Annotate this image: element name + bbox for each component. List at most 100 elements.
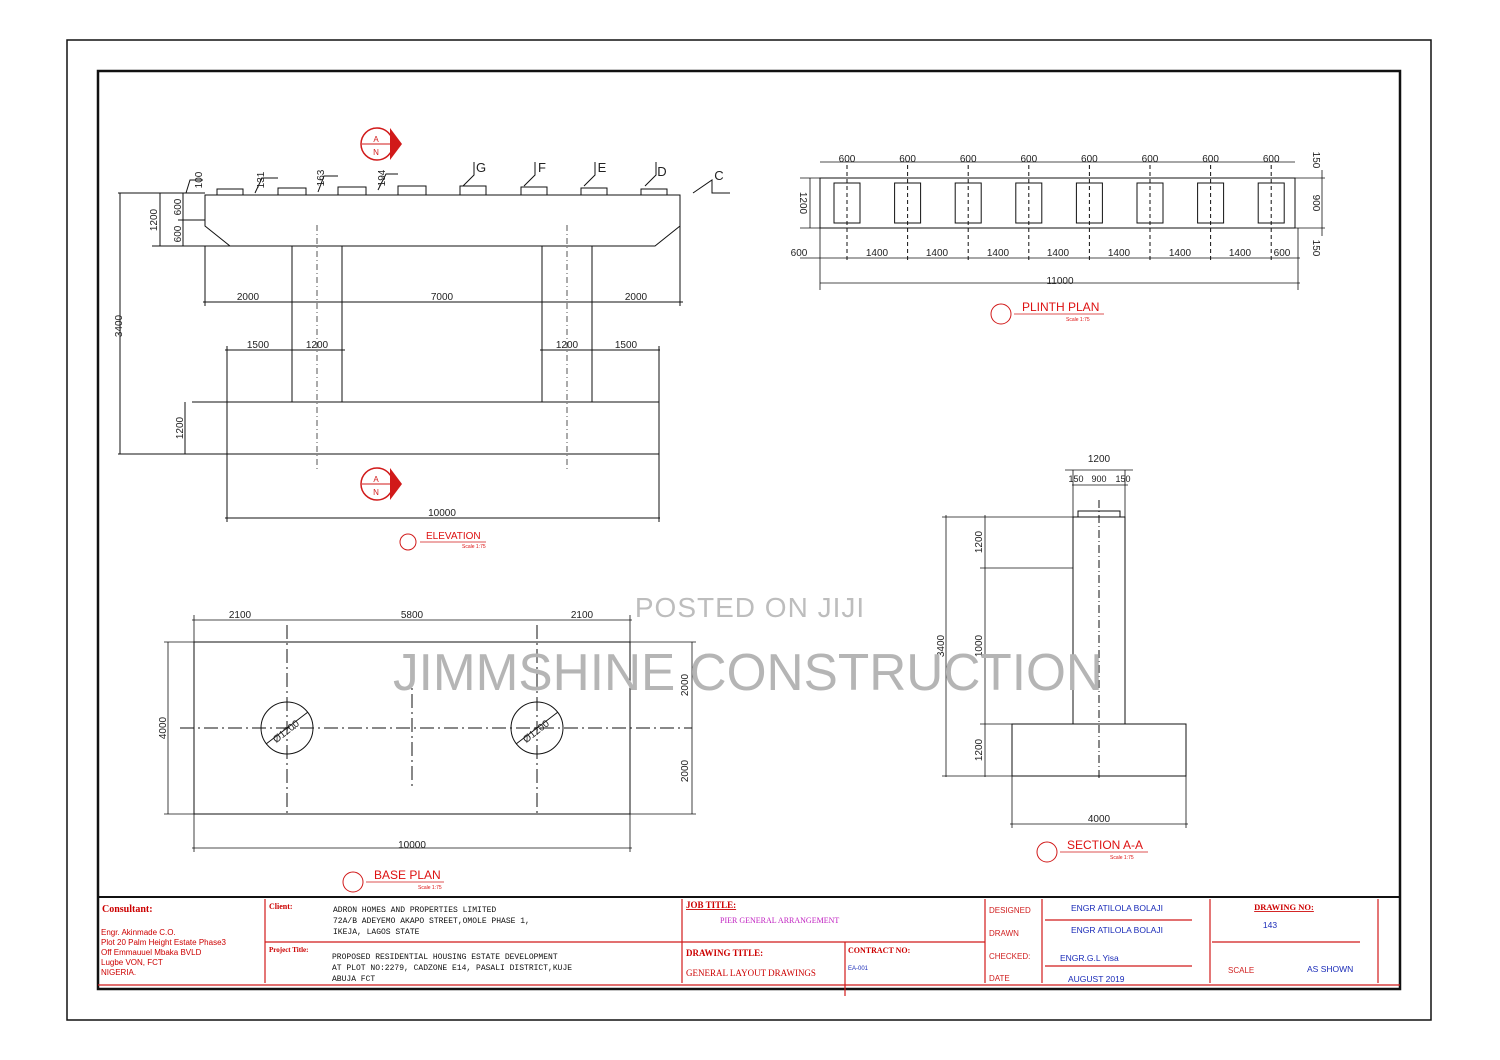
contract-label: CONTRACT NO: <box>848 946 910 955</box>
section-mark-e: E <box>598 160 607 175</box>
section-top-part-2: 900 <box>1091 474 1106 484</box>
drawn-value: ENGR ATILOLA BOLAJI <box>1071 925 1163 935</box>
plinth-top-dim: 600 <box>960 154 977 165</box>
base-bottom-dim: 10000 <box>398 840 426 851</box>
consultant-line-2: Plot 20 Palm Height Estate Phase3 <box>101 938 227 947</box>
base-plan-scale: Scale 1:75 <box>418 885 442 891</box>
base-plan-title: BASE PLAN Scale 1:75 <box>342 868 444 893</box>
base-plan-title-text: BASE PLAN <box>374 868 441 882</box>
base-right-dim-1: 2000 <box>680 673 691 696</box>
base-right-dim-2: 2000 <box>680 759 691 782</box>
consultant-line-3: Off Emmauuel Mbaka BVLD <box>101 948 202 957</box>
section-mark-c: C <box>714 168 723 183</box>
plinth-bottom-dim: 1400 <box>1047 248 1070 259</box>
dim-base-span-4: 1500 <box>615 340 638 351</box>
marker-bottom-north: N <box>373 488 379 497</box>
date-label: DATE <box>989 974 1010 983</box>
section-aa-title-text: SECTION A-A <box>1067 838 1143 852</box>
client-line-2: 72A/B ADEYEMO AKAPO STREET,OMOLE PHASE 1… <box>333 917 530 926</box>
plinth-top-dim: 600 <box>1202 154 1219 165</box>
consultant-line-1: Engr. Akinmade C.O. <box>101 928 176 937</box>
section-bottom-dim: 4000 <box>1088 814 1111 825</box>
base-top-dim-3: 2100 <box>571 610 594 621</box>
project-line-1: PROPOSED RESIDENTIAL HOUSING ESTATE DEVE… <box>332 953 558 962</box>
job-title-label: JOB TITLE: <box>686 900 736 910</box>
plinth-plan-drawing <box>800 161 1325 290</box>
dim-top-step-3: 163 <box>316 169 327 186</box>
section-marker-bottom: A N <box>360 467 402 501</box>
drawn-label: DRAWN <box>989 929 1019 938</box>
plinth-scale: Scale 1:75 <box>1066 317 1090 323</box>
job-title-value: PIER GENERAL ARRANGEMENT <box>720 916 839 925</box>
section-left-part-2: 1000 <box>974 634 985 657</box>
drawing-title-value: GENERAL LAYOUT DRAWINGS <box>686 968 816 978</box>
plinth-top-dim: 600 <box>1142 154 1159 165</box>
elevation-drawing <box>118 162 730 522</box>
section-mark-f: F <box>538 160 546 175</box>
plinth-bottom-dim: 1400 <box>1229 248 1252 259</box>
plinth-bottom-dim: 1400 <box>926 248 949 259</box>
dim-base-span-3: 1200 <box>556 340 579 351</box>
drawing-no-value: 143 <box>1263 920 1277 930</box>
plinth-bottom-dim: 600 <box>791 248 808 259</box>
section-aa-labels: 1200 150 900 150 3400 1200 1000 1200 400… <box>936 454 1131 825</box>
section-top-part-3: 150 <box>1115 474 1130 484</box>
client-label: Client: <box>269 902 293 911</box>
drawing-no-label: DRAWING NO: <box>1254 902 1314 912</box>
dim-elev-cap: 1200 <box>149 208 160 231</box>
section-left-part-3: 1200 <box>974 738 985 761</box>
title-block: Consultant: Engr. Akinmade C.O. Plot 20 … <box>98 896 1400 996</box>
plinth-bottom-dim: 1400 <box>1169 248 1192 259</box>
section-left-part-1: 1200 <box>974 530 985 553</box>
section-mark-d: D <box>657 164 666 179</box>
dim-base-width: 10000 <box>428 508 456 519</box>
dim-cap-span-2: 7000 <box>431 292 454 303</box>
section-aa-drawing <box>942 469 1188 828</box>
consultant-label: Consultant: <box>102 904 153 915</box>
plinth-left-dim: 1200 <box>797 192 808 215</box>
plinth-bottom-dim: 1400 <box>987 248 1010 259</box>
plinth-top-dim: 600 <box>839 154 856 165</box>
scale-value: AS SHOWN <box>1307 964 1353 974</box>
dim-base-span-2: 1200 <box>306 340 329 351</box>
marker-top-letter: A <box>373 135 379 144</box>
plinth-right-dim-1: 150 <box>1310 152 1321 169</box>
contract-value: EA-001 <box>848 966 869 972</box>
section-aa-title: SECTION A-A Scale 1:75 <box>1036 838 1148 863</box>
dim-elev-cap-lower: 600 <box>173 225 184 242</box>
plinth-right-dim-2: 900 <box>1310 195 1321 212</box>
scale-label: SCALE <box>1228 966 1254 975</box>
plinth-bottom-dim: 1400 <box>866 248 889 259</box>
dim-cap-span-3: 2000 <box>625 292 648 303</box>
marker-top-north: N <box>373 148 379 157</box>
watermark-posted: POSTED ON JIJI <box>635 592 865 623</box>
base-top-dim-2: 5800 <box>401 610 424 621</box>
checked-label: CHECKED: <box>989 952 1030 961</box>
project-line-2: AT PLOT NO:2279, CADZONE E14, PASALI DIS… <box>332 964 572 973</box>
elevation-title: ELEVATION Scale 1:75 <box>399 531 486 551</box>
checked-value: ENGR.G.L Yisa <box>1060 953 1119 963</box>
base-top-dim-1: 2100 <box>229 610 252 621</box>
drawing-title-label: DRAWING TITLE: <box>686 948 763 958</box>
base-plan-drawing <box>164 615 696 852</box>
dim-elev-height: 3400 <box>114 314 125 337</box>
dim-cap-span-1: 2000 <box>237 292 260 303</box>
plinth-top-dim: 600 <box>1263 154 1280 165</box>
plinth-top-dim: 600 <box>1020 154 1037 165</box>
dim-top-step-4: 194 <box>377 169 388 186</box>
section-top-part-1: 150 <box>1068 474 1083 484</box>
project-line-3: ABUJA FCT <box>332 975 375 984</box>
plinth-total: 11000 <box>1046 276 1074 287</box>
client-line-1: ADRON HOMES AND PROPERTIES LIMITED <box>333 906 496 915</box>
section-top-total: 1200 <box>1088 454 1111 465</box>
plinth-bottom-dim: 1400 <box>1108 248 1131 259</box>
elevation-labels: 3400 1200 600 600 1200 100 131 163 194 2… <box>114 160 724 519</box>
designed-value: ENGR ATILOLA BOLAJI <box>1071 903 1163 913</box>
dim-top-step-2: 131 <box>256 171 267 188</box>
marker-bottom-letter: A <box>373 475 379 484</box>
plinth-right-dim-3: 150 <box>1310 240 1321 257</box>
outer-border <box>66 39 1432 1021</box>
project-label: Project Title: <box>269 946 308 954</box>
